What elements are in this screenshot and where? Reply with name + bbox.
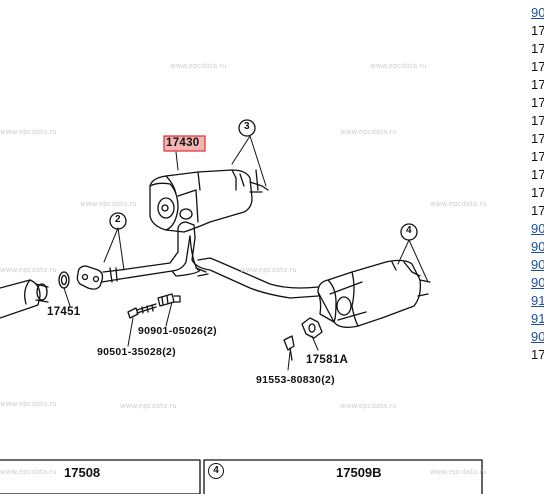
part-label-17451[interactable]: 17451 — [47, 306, 81, 318]
part-label-91553[interactable]: 91553-80830(2) — [256, 374, 335, 386]
part-list-item: 17 — [531, 167, 544, 182]
part-list-item: 17 — [531, 41, 544, 56]
rear-muffler — [317, 259, 431, 328]
callout-2-circle — [109, 212, 127, 230]
callout-4-label: 4 — [406, 225, 412, 236]
part-list-item[interactable]: 90 — [531, 257, 544, 272]
part-label-90901[interactable]: 90901-05026(2) — [138, 325, 217, 337]
gasket-ring — [58, 271, 70, 289]
watermark: www.epcdata.ru — [0, 266, 57, 274]
watermark: www.epcdata.ru — [120, 402, 177, 410]
part-list-item: 17 — [531, 59, 544, 74]
part-list-item[interactable]: 91 — [531, 311, 544, 326]
watermark: www.epcdata.ru — [370, 62, 427, 70]
callout-2-label: 2 — [115, 214, 121, 225]
box-title-17509b[interactable]: 17509B — [336, 465, 382, 480]
highlight-box — [163, 135, 206, 152]
part-label-17430[interactable]: 17430 — [166, 137, 200, 149]
watermark: www.epcdata.ru — [80, 200, 137, 208]
watermark: www.epcdata.ru — [340, 402, 397, 410]
rubber-hanger — [301, 317, 323, 339]
part-list-item: 17 — [531, 95, 544, 110]
part-list-item: 17 — [531, 149, 544, 164]
part-list-item: 17 — [531, 185, 544, 200]
part-list-item[interactable]: 90 — [531, 239, 544, 254]
part-label-90501[interactable]: 90501-35028(2) — [97, 346, 176, 358]
watermark: www.epcdata.ru — [340, 128, 397, 136]
part-list-item: 17 — [531, 131, 544, 146]
part-number-list: 90 17 17 17 17 17 17 17 17 17 17 17 90 90 90 90 91 91 90 17 — [531, 4, 544, 364]
part-list-item[interactable]: 90 — [531, 275, 544, 290]
part-list-item[interactable]: 91 — [531, 293, 544, 308]
box-callout-4: 4 — [208, 463, 224, 479]
stud-bolt — [127, 303, 157, 319]
watermark: www.epcdata.ru — [0, 468, 57, 476]
part-list-item[interactable]: 90 — [531, 221, 544, 236]
front-flange — [76, 265, 121, 290]
part-list-item[interactable]: 90 — [531, 5, 544, 20]
flange-bolt — [157, 293, 181, 307]
main-muffler — [149, 169, 269, 233]
watermark: www.epcdata.ru — [430, 468, 487, 476]
watermark: www.epcdata.ru — [0, 128, 57, 136]
watermark: www.epcdata.ru — [240, 266, 297, 274]
center-pipe — [119, 221, 319, 299]
callout-3-label: 3 — [244, 121, 250, 132]
part-list-item: 17 — [531, 203, 544, 218]
callout-3-circle — [238, 119, 256, 137]
part-list-item: 17 — [531, 23, 544, 38]
clip-bolt — [283, 335, 295, 361]
part-list-item: 17 — [531, 77, 544, 92]
watermark: www.epcdata.ru — [0, 400, 57, 408]
part-list-item: 17 — [531, 113, 544, 128]
part-list-item[interactable]: 90 — [531, 329, 544, 344]
front-pipe-left — [0, 279, 49, 319]
box-title-17508[interactable]: 17508 — [64, 465, 101, 480]
part-label-17581a[interactable]: 17581A — [306, 354, 349, 366]
callout-4-circle — [400, 223, 418, 241]
part-list-item: 17 — [531, 347, 544, 362]
watermark: www.epcdata.ru — [430, 200, 487, 208]
watermark: www.epcdata.ru — [170, 62, 227, 70]
